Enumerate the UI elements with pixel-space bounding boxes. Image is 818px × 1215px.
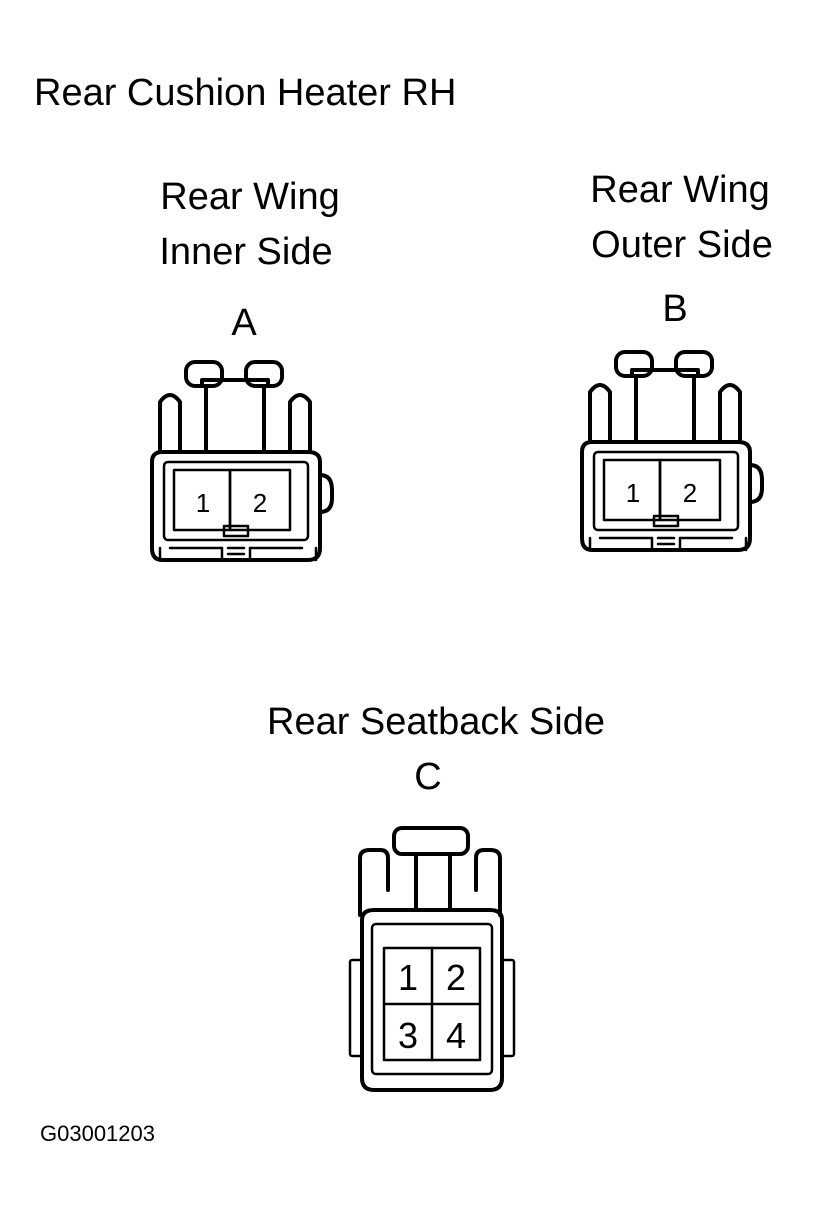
connector-c-letter: C [414, 756, 442, 798]
connector-b-shape: 1 2 [580, 350, 764, 552]
figure-code: G03001203 [40, 1121, 155, 1146]
connector-a-label-line1: Rear Wing [160, 176, 340, 218]
connector-a-pin-2: 2 [253, 488, 267, 518]
connector-c-pin-4: 4 [446, 1015, 466, 1056]
connector-a-pin-1: 1 [196, 488, 210, 518]
connector-c-label: Rear Seatback Side [267, 701, 605, 743]
connector-c-shape: 1 2 3 4 [348, 826, 516, 1092]
connector-c-pin-2: 2 [446, 957, 466, 998]
connector-a-letter: A [231, 302, 257, 344]
connector-b-label-line2: Outer Side [591, 224, 773, 266]
connector-a-shape: 1 2 [150, 360, 334, 562]
connector-b-label-line1: Rear Wing [590, 169, 770, 211]
connector-a-label-line2: Inner Side [159, 231, 333, 273]
connector-b-pin-2: 2 [683, 478, 697, 508]
connector-b-letter: B [662, 288, 688, 330]
connector-c-pin-3: 3 [398, 1015, 418, 1056]
connector-b-pin-1: 1 [626, 478, 640, 508]
connector-c-pin-1: 1 [398, 957, 418, 998]
diagram-title: Rear Cushion Heater RH [34, 72, 457, 114]
